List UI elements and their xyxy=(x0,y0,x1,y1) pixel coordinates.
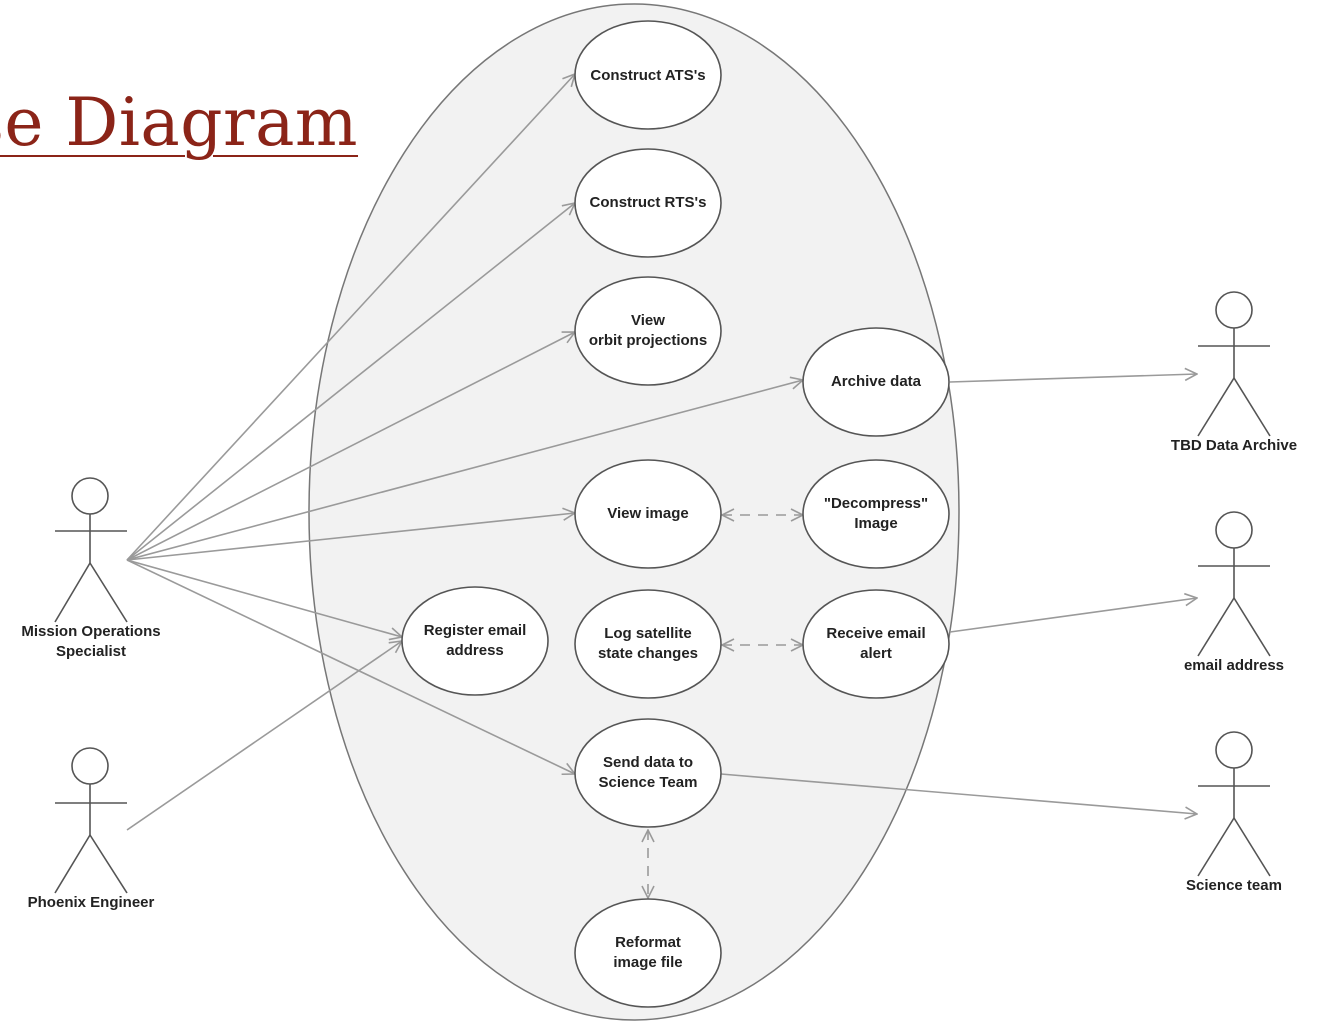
label-line: Receive email xyxy=(826,625,925,642)
label-register-email: Register email address xyxy=(424,622,527,659)
assoc-send-science xyxy=(720,773,1197,814)
label-construct-rts: Construct RTS's xyxy=(590,194,707,211)
actor-right-leg xyxy=(89,562,128,623)
actor-science xyxy=(1197,731,1271,877)
label-line: image file xyxy=(613,954,682,971)
usecase-reformat xyxy=(574,898,722,1008)
actor-right-leg xyxy=(1233,817,1271,877)
label-line: Send data to xyxy=(603,754,693,771)
actor-head xyxy=(1215,291,1253,329)
label-view-image: View image xyxy=(607,505,688,522)
label-science: Science team xyxy=(1186,877,1282,894)
actor-right-leg xyxy=(89,834,128,894)
actor-left-leg xyxy=(54,834,91,894)
actor-head xyxy=(1215,731,1253,769)
label-line: orbit projections xyxy=(589,332,707,349)
label-decompress: "Decompress" Image xyxy=(824,495,928,532)
label-receive-email: Receive email alert xyxy=(826,625,925,662)
actor-left-leg xyxy=(1197,377,1235,437)
usecase-log-satellite xyxy=(574,589,722,699)
assoc-phoenix-register-email xyxy=(126,641,402,831)
associations xyxy=(126,74,1197,831)
assoc-mos-archive-data xyxy=(126,380,803,561)
actor-left-leg xyxy=(1197,817,1235,877)
actor-right-leg xyxy=(1233,377,1271,437)
usecase-view-image xyxy=(574,459,722,569)
label-line: state changes xyxy=(598,645,698,662)
assoc-mos-view-orbit xyxy=(126,332,575,561)
label-line: Log satellite xyxy=(604,625,692,642)
label-reformat: Reformat image file xyxy=(613,934,682,971)
label-line: Specialist xyxy=(56,643,126,660)
dependencies xyxy=(648,515,803,898)
label-email: email address xyxy=(1184,657,1284,674)
assoc-mos-view-image xyxy=(126,513,575,561)
label-view-orbit: View orbit projections xyxy=(589,312,707,349)
actor-phoenix xyxy=(54,747,128,894)
label-line: View xyxy=(631,312,665,329)
usecase-view-orbit xyxy=(574,276,722,386)
assoc-mos-register-email xyxy=(126,559,402,637)
label-line: Reformat xyxy=(615,934,681,951)
label-line: Image xyxy=(854,515,897,532)
usecase-archive-data xyxy=(802,327,950,437)
actor-head xyxy=(71,477,109,515)
label-send-data: Send data to Science Team xyxy=(599,754,698,791)
usecase-decompress xyxy=(802,459,950,569)
actor-right-leg xyxy=(1233,597,1271,657)
page-title: se Diagram xyxy=(0,84,359,161)
label-line: alert xyxy=(860,645,892,662)
usecase-send-data xyxy=(574,718,722,828)
label-line: Science Team xyxy=(599,774,698,791)
label-log-satellite: Log satellite state changes xyxy=(598,625,698,662)
label-line: "Decompress" xyxy=(824,495,928,512)
actor-left-leg xyxy=(54,562,91,623)
assoc-archive-tbd xyxy=(949,374,1197,383)
assoc-mos-construct-rts xyxy=(126,203,575,561)
usecase-register-email xyxy=(401,586,549,696)
label-line: Mission Operations xyxy=(21,623,160,640)
actor-tbd-archive xyxy=(1197,291,1271,437)
label-construct-ats: Construct ATS's xyxy=(590,67,705,84)
actor-head xyxy=(71,747,109,785)
label-phoenix: Phoenix Engineer xyxy=(28,894,155,911)
label-archive-data: Archive data xyxy=(831,373,922,390)
label-line: Register email xyxy=(424,622,527,639)
actor-email xyxy=(1197,511,1271,657)
actor-left-leg xyxy=(1197,597,1235,657)
actor-mission-ops xyxy=(54,477,128,623)
actor-head xyxy=(1215,511,1253,549)
usecase-construct-ats xyxy=(574,20,722,130)
label-line: address xyxy=(446,642,504,659)
assoc-email-alert-actor xyxy=(949,598,1197,633)
label-tbd-archive: TBD Data Archive xyxy=(1171,437,1297,454)
usecase-receive-email xyxy=(802,589,950,699)
assoc-mos-construct-ats xyxy=(126,74,575,561)
assoc-mos-send-data xyxy=(126,559,575,774)
usecase-construct-rts xyxy=(574,148,722,258)
